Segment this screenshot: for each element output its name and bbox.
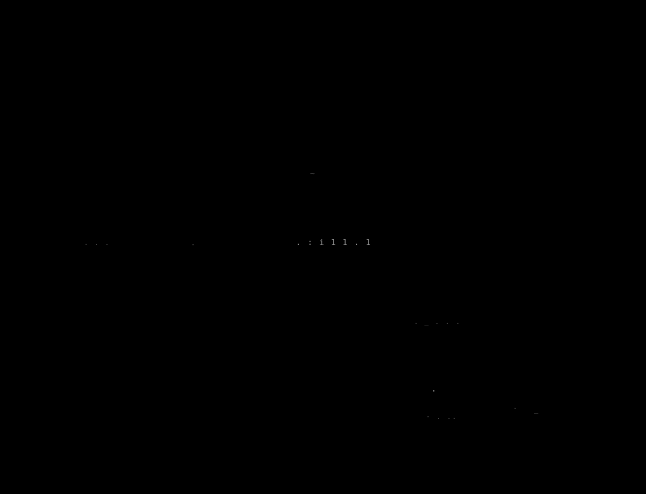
faint-glyph-6: · <box>431 387 438 397</box>
faint-glyph-1: ~ <box>310 169 316 178</box>
faint-glyph-7: - . .. <box>426 413 458 421</box>
faint-text-row: . : i 1 1 . 1 <box>296 238 372 247</box>
faint-glyph-2: . . . <box>84 239 111 247</box>
faint-glyph-3: - <box>191 241 197 249</box>
faint-glyph-8: . <box>513 403 519 411</box>
faint-glyph-5: . _ . . . <box>414 318 461 326</box>
faint-glyph-9: — <box>534 409 540 417</box>
